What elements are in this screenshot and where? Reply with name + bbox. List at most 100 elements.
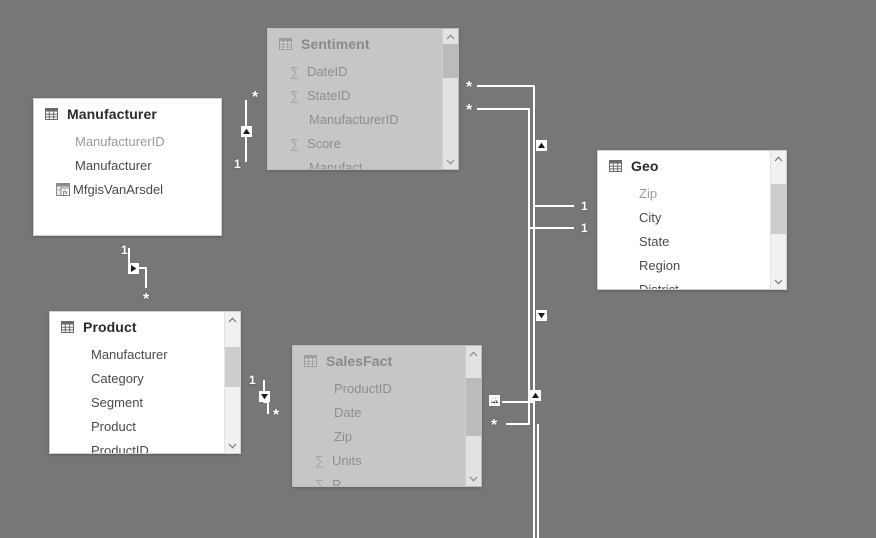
- field-row[interactable]: ProductID: [50, 438, 225, 454]
- cardinality-marker: *: [466, 102, 473, 119]
- cardinality-marker: 1: [581, 199, 588, 213]
- field-row[interactable]: Product: [50, 414, 225, 438]
- relationship-line-manufacturer-product: [128, 248, 147, 288]
- relationship-line-sentiment-geo-a: [477, 85, 574, 207]
- sigma-measure-icon: ∑: [290, 63, 300, 79]
- cardinality-marker: *: [491, 417, 498, 434]
- field-row[interactable]: ManufacturerID: [34, 129, 221, 153]
- table-icon: [45, 108, 58, 120]
- cardinality-marker: 1: [581, 221, 588, 235]
- table-title-geo: Geo: [631, 158, 659, 174]
- crossfilter-arrow-up-sentiment-geo: [536, 140, 547, 151]
- crossfilter-arrow-up-sentiment-manufacturer: [241, 126, 252, 137]
- field-label: Manufact: [309, 159, 363, 170]
- scroll-up-chevron-icon[interactable]: [466, 346, 481, 361]
- field-label: ProductID: [91, 442, 149, 454]
- field-row[interactable]: ∑DateID: [268, 59, 443, 83]
- field-row[interactable]: Region: [598, 253, 771, 277]
- cardinality-marker: *: [143, 291, 150, 308]
- cardinality-marker: 1: [234, 157, 241, 171]
- scroll-up-chevron-icon[interactable]: [225, 312, 240, 327]
- table-card-sentiment[interactable]: Sentiment∑DateID∑StateID ManufacturerID ∑S…: [267, 28, 459, 170]
- svg-text:fx: fx: [63, 189, 68, 196]
- table-header-sentiment[interactable]: Sentiment: [268, 29, 458, 59]
- field-row[interactable]: ProductID: [293, 376, 466, 400]
- scrollbar-thumb[interactable]: [443, 44, 458, 78]
- table-header-product[interactable]: Product: [50, 312, 240, 342]
- scroll-down-chevron-icon[interactable]: [225, 438, 240, 453]
- scroll-down-chevron-icon[interactable]: [466, 471, 481, 486]
- scroll-up-chevron-icon[interactable]: [443, 29, 458, 44]
- scrollbar-thumb[interactable]: [771, 184, 786, 234]
- field-row[interactable]: ∑ Units: [293, 448, 466, 472]
- field-label: Product: [91, 418, 136, 434]
- table-header-geo[interactable]: Geo: [598, 151, 786, 181]
- scroll-down-chevron-icon[interactable]: [771, 274, 786, 289]
- scroll-down-chevron-icon[interactable]: [443, 154, 458, 169]
- scrollbar-track[interactable]: [466, 361, 481, 471]
- cardinality-marker: *: [273, 407, 280, 424]
- table-icon: [61, 321, 74, 333]
- field-row[interactable]: ManufacturerID: [268, 107, 443, 131]
- field-row[interactable]: Manufacturer: [50, 342, 225, 366]
- cardinality-marker: *: [466, 79, 473, 96]
- field-label: State: [639, 233, 670, 249]
- sigma-measure-icon: ∑: [315, 452, 325, 468]
- field-row[interactable]: Manufact: [268, 155, 443, 170]
- field-row[interactable]: Zip: [293, 424, 466, 448]
- relationship-line-product-salesfact: [263, 380, 269, 414]
- field-label: Segment: [91, 394, 144, 410]
- field-label: Zip: [639, 185, 658, 201]
- field-row[interactable]: ∑R: [293, 472, 466, 487]
- field-row[interactable]: District: [598, 277, 771, 290]
- table-title-salesfact: SalesFact: [326, 353, 393, 369]
- scrollbar-thumb[interactable]: [225, 347, 240, 387]
- field-row[interactable]: Segment: [50, 390, 225, 414]
- scrollbar-track[interactable]: [443, 44, 458, 154]
- field-row[interactable]: City: [598, 205, 771, 229]
- field-label: Region: [639, 257, 681, 273]
- field-label: ManufacturerID: [75, 133, 165, 149]
- field-row[interactable]: ∑Score: [268, 131, 443, 155]
- field-row[interactable]: Category: [50, 366, 225, 390]
- scrollbar-track[interactable]: [771, 166, 786, 274]
- field-row[interactable]: State: [598, 229, 771, 253]
- scrollbar-product[interactable]: [224, 312, 240, 453]
- sigma-measure-icon: ∑: [315, 476, 325, 487]
- table-header-salesfact[interactable]: SalesFact: [293, 346, 481, 376]
- field-label: Category: [91, 370, 144, 386]
- scrollbar-geo[interactable]: [770, 151, 786, 289]
- scrollbar-salesfact[interactable]: [465, 346, 481, 486]
- field-row[interactable]: Date: [293, 400, 466, 424]
- crossfilter-arrow-down-product-salesfact: [259, 391, 270, 402]
- field-row[interactable]: Zip: [598, 181, 771, 205]
- table-icon: [609, 160, 622, 172]
- table-title-manufacturer: Manufacturer: [67, 106, 157, 122]
- table-icon: [279, 38, 292, 50]
- scrollbar-sentiment[interactable]: [442, 29, 458, 169]
- field-label: Zip: [334, 428, 353, 444]
- field-label: Manufacturer: [75, 157, 152, 173]
- crossfilter-arrow-right-manufacturer-product: [128, 263, 139, 274]
- field-label: Date: [334, 404, 362, 420]
- field-row[interactable]: ∑StateID: [268, 83, 443, 107]
- scrollbar-track[interactable]: [225, 327, 240, 438]
- field-row[interactable]: Manufacturer: [34, 153, 221, 177]
- scrollbar-thumb[interactable]: [466, 378, 481, 436]
- table-header-manufacturer[interactable]: Manufacturer: [34, 99, 221, 129]
- field-label: Units: [332, 452, 362, 468]
- sigma-measure-icon: ∑: [290, 87, 300, 103]
- field-label: ManufacturerID: [309, 111, 399, 127]
- crossfilter-arrow-down-salesfact-geo: [536, 310, 547, 321]
- scroll-up-chevron-icon[interactable]: [771, 151, 786, 166]
